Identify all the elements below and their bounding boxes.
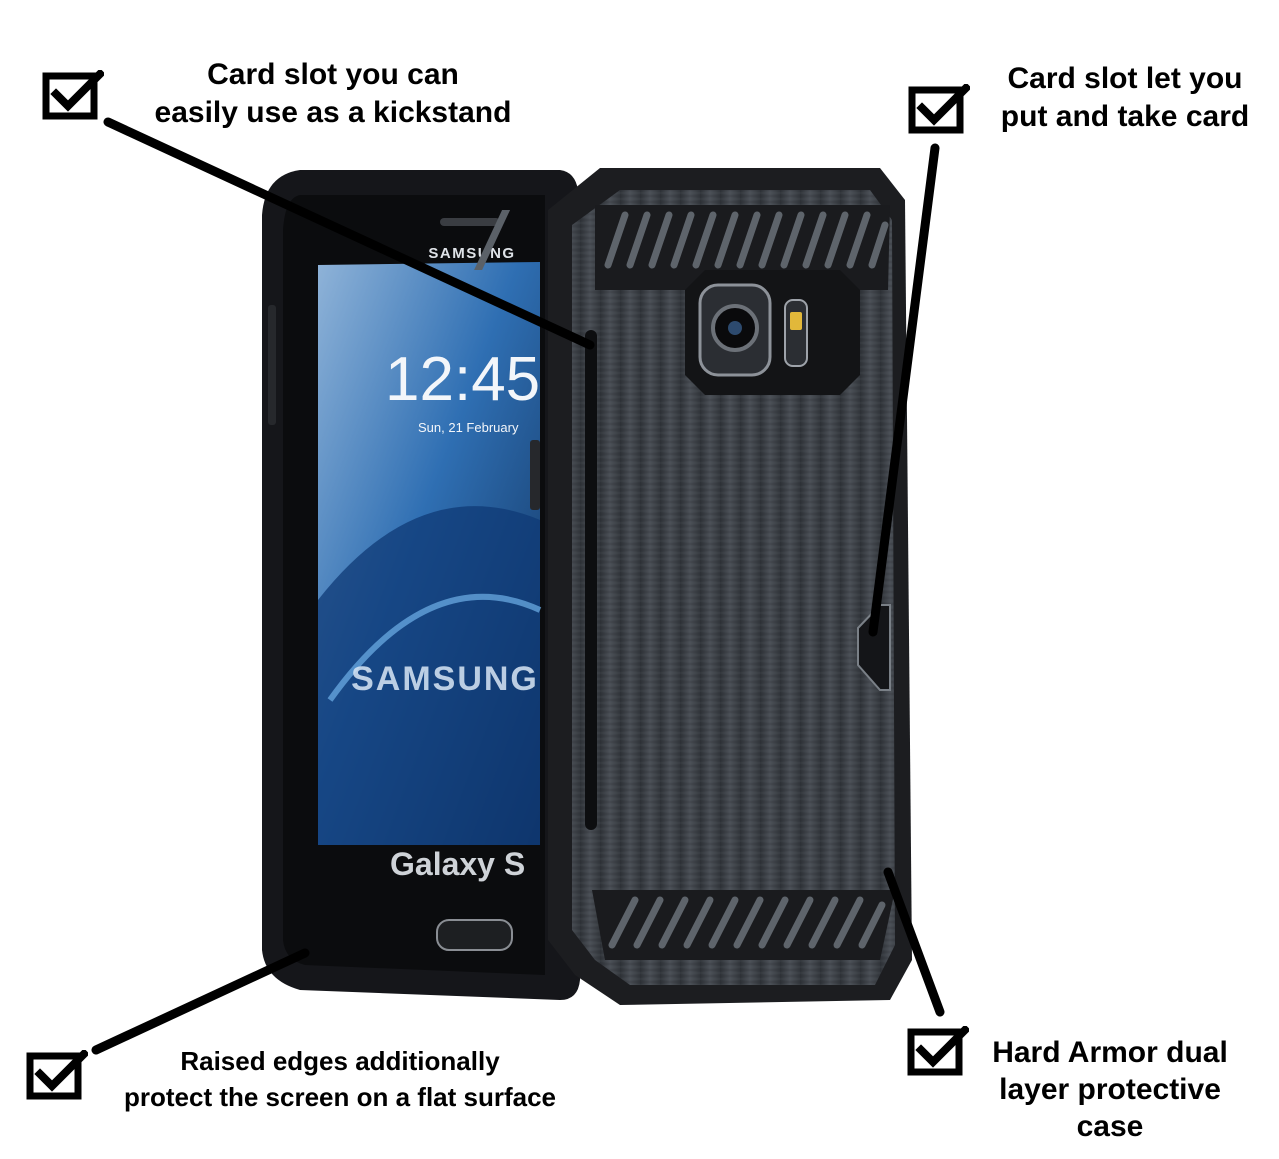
callout-card-slot-line1: Card slot let you: [1007, 62, 1243, 95]
callout-hard-armor-line1: Hard Armor dual: [992, 1036, 1228, 1069]
callout-hard-armor-line2: layer protective: [999, 1073, 1221, 1106]
checkbox-check-icon: [908, 84, 970, 134]
callout-hard-armor-line3: case: [1076, 1110, 1144, 1143]
phone-date: Sun, 21 February: [418, 420, 519, 435]
leader-kickstand: [103, 117, 595, 350]
leader-lines: [91, 117, 945, 1055]
front-phone: [262, 170, 580, 1000]
callout-kickstand-line2: easily use as a kickstand: [154, 96, 512, 129]
callout-hard-armor: Hard Armor dual layer protective case: [975, 1034, 1245, 1145]
phone-brand: SAMSUNG: [428, 245, 515, 262]
top-vents: [604, 211, 889, 269]
callout-kickstand: Card slot you can easily use as a kickst…: [128, 56, 538, 132]
leader-card-slot: [868, 143, 940, 637]
checkbox-check-icon: [907, 1026, 969, 1076]
checkbox-check-icon: [26, 1050, 88, 1100]
callout-raised-edges-line2: protect the screen on a flat surface: [123, 1082, 557, 1112]
callout-raised-edges-line1: Raised edges additionally: [180, 1046, 500, 1076]
callout-card-slot: Card slot let you put and take card: [980, 60, 1270, 136]
phone-model: Galaxy S: [390, 846, 525, 882]
wallpaper-brand: SAMSUNG: [351, 660, 539, 698]
phone-time: 12:45: [385, 345, 540, 414]
callout-raised-edges: Raised edges additionally protect the sc…: [90, 1043, 590, 1115]
back-case: [474, 168, 912, 1005]
leader-raised-edges: [91, 948, 310, 1055]
checkbox-check-icon: [42, 70, 104, 120]
leader-hard-armor: [883, 867, 945, 1017]
callout-card-slot-line2: put and take card: [1000, 100, 1250, 133]
callout-kickstand-line1: Card slot you can: [207, 58, 459, 91]
bottom-vents: [608, 896, 886, 949]
